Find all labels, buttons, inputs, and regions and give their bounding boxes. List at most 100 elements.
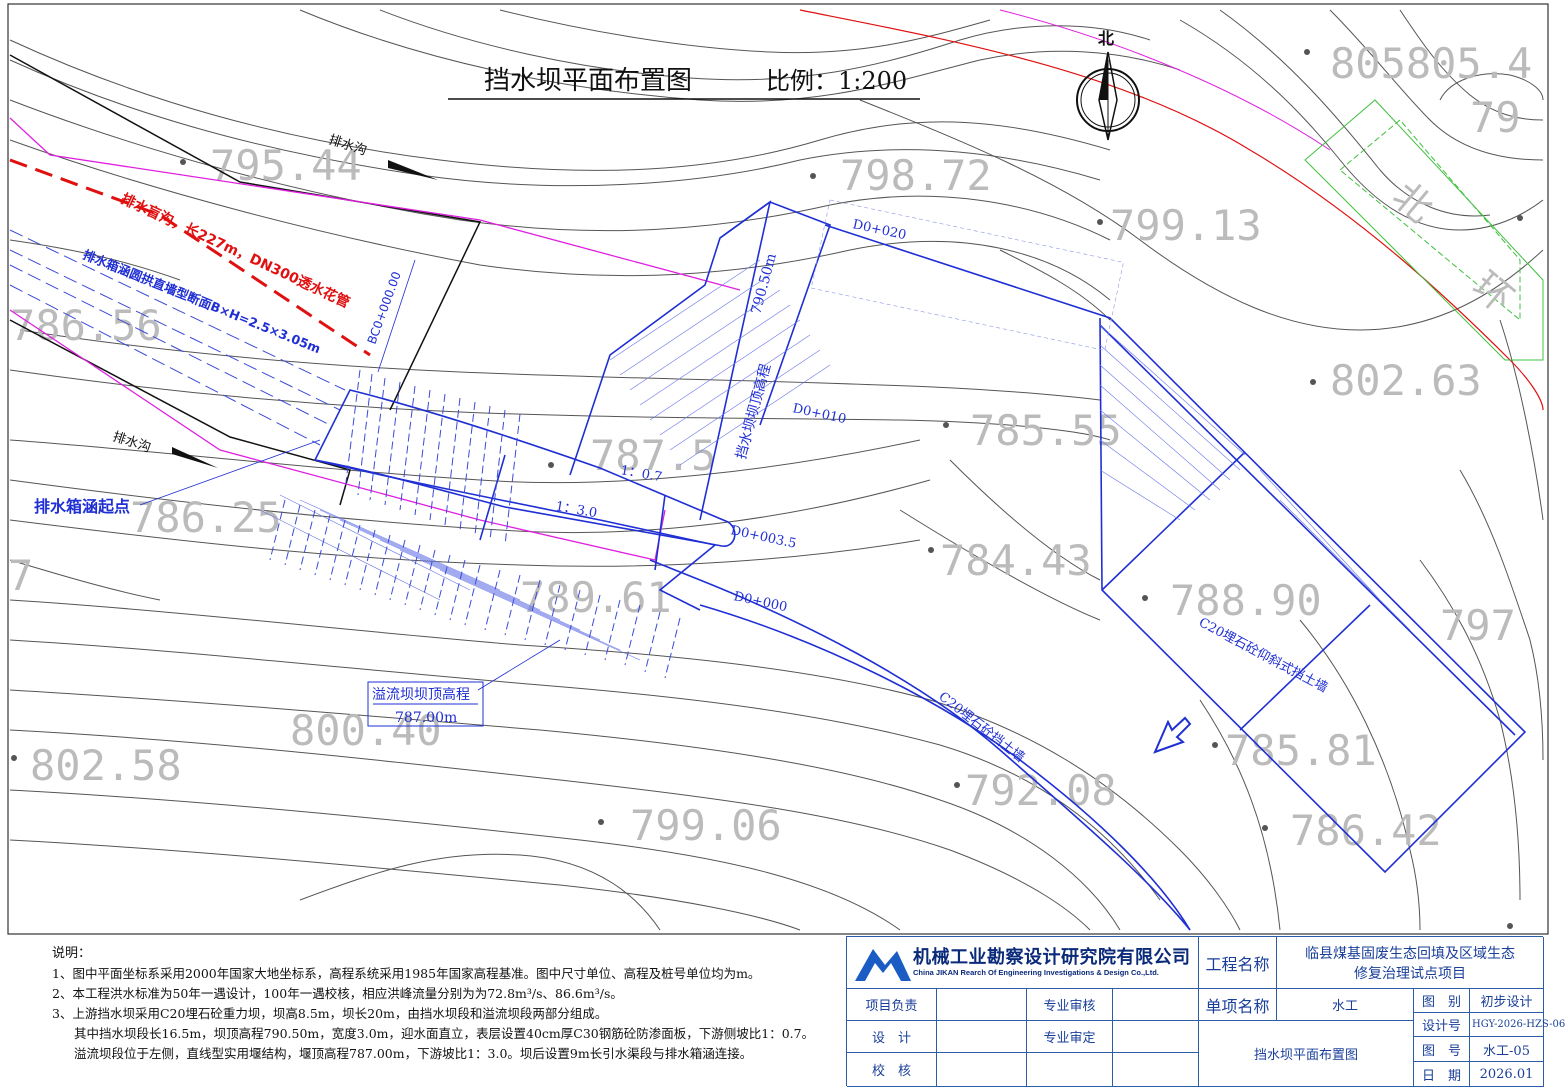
svg-text:786.56: 786.56 <box>10 301 162 350</box>
svg-text:798.72: 798.72 <box>840 151 992 200</box>
row2-value <box>937 1021 1027 1053</box>
drawing-frame <box>7 3 1549 935</box>
drawing-scale: 比例：1:200 <box>766 67 907 95</box>
company-name-en: China JIKAN Rearch Of Engineering Invest… <box>913 968 1159 977</box>
svg-text:786.42: 786.42 <box>1290 806 1442 855</box>
note-line-5: 溢流坝段位于左侧，直线型实用堰结构，堰顶高程787.00m，下游坡比1：3.0。… <box>74 1046 753 1061</box>
company-logo-area: 机械工业勘察设计研究院有限公司 China JIKAN Rearch Of En… <box>847 937 1199 989</box>
row2-label: 设 计 <box>847 1021 937 1053</box>
row3-label-b <box>1027 1053 1113 1087</box>
box-culvert-lines <box>9 229 346 446</box>
note-line-1: 1、图中平面坐标系采用2000年国家大地坐标系，高程系统采用1985年国家高程基… <box>52 966 761 981</box>
svg-text:785.81: 785.81 <box>1225 726 1377 775</box>
flow-arrow <box>1153 716 1192 754</box>
inclined-wall-label: C20埋石砼仰斜式挡土墙 <box>1196 615 1330 696</box>
dam-crest-label: 挡水坝坝顶高程 <box>732 362 774 461</box>
row1-value-b <box>1113 989 1199 1021</box>
project-name-label: 工程名称 <box>1199 937 1277 989</box>
station-box <box>810 199 1124 351</box>
svg-text:792.08: 792.08 <box>965 766 1117 815</box>
blind-ditch-label: 排水盲沟，长227m，DN300透水花管 <box>118 190 352 311</box>
project-name-line-2: 修复治理试点项目 <box>1354 965 1466 982</box>
station-020: D0+020 <box>851 217 907 243</box>
ditch-arrow-1 <box>388 160 438 180</box>
svg-text:795.44: 795.44 <box>210 141 362 190</box>
elevation-labels: 805805.4 79 798.72 799.13 795.44 802.63 … <box>8 39 1532 855</box>
item-name-label: 单项名称 <box>1199 989 1277 1021</box>
note-line-2: 2、本工程洪水标准为50年一遇设计，100年一遇校核，相应洪峰流量分别为为72.… <box>52 986 623 1001</box>
contour-lines <box>9 9 1544 931</box>
culvert-leader <box>139 439 321 506</box>
project-name-value: 临县煤基固废生态回填及区域生态 修复治理试点项目 <box>1277 937 1544 989</box>
row2-value-b <box>1113 1021 1199 1053</box>
ditch-label-2: 排水沟 <box>111 430 153 456</box>
company-name-cn: 机械工业勘察设计研究院有限公司 <box>913 947 1191 968</box>
north-arrow-icon <box>1076 51 1140 141</box>
meta-key-date: 日 期 <box>1414 1062 1470 1087</box>
row1-label-b: 专业审核 <box>1027 989 1113 1021</box>
note-line-3: 3、上游挡水坝采用C20埋石砼重力坝，坝高8.5m，坝长20m，由挡水坝段和溢流… <box>52 1006 608 1021</box>
company-logo-icon <box>855 949 911 981</box>
svg-text:799.13: 799.13 <box>1110 201 1262 250</box>
blind-ditch-line <box>9 158 371 357</box>
dam-structure <box>313 200 1527 931</box>
site-plan-drawing: 805805.4 79 798.72 799.13 795.44 802.63 … <box>7 3 1549 935</box>
drainage-ditch-lines <box>9 54 482 506</box>
spillway-label: 溢流坝坝顶高程 <box>372 686 470 703</box>
station-0035: D0+003.5 <box>729 523 797 552</box>
svg-text:802.63: 802.63 <box>1330 356 1482 405</box>
svg-text:785.55: 785.55 <box>970 406 1122 455</box>
dam-hatch <box>259 259 1411 661</box>
row3-value-b <box>1113 1053 1199 1087</box>
note-line-4: 其中挡水坝段长16.5m，坝顶高程790.50m，宽度3.0m，迎水面直立，表层… <box>74 1026 815 1041</box>
project-name-line-1: 临县煤基固废生态回填及区域生态 <box>1305 945 1515 962</box>
meta-key-category: 图 别 <box>1414 989 1470 1013</box>
pile-lines <box>269 369 681 679</box>
row1-label: 项目负责 <box>847 989 937 1021</box>
svg-text:北: 北 <box>1384 173 1441 231</box>
retaining-wall-label: C20埋石砼挡土墙 <box>936 689 1028 765</box>
spillway-elev-label: 787.00m <box>395 710 457 726</box>
meta-key-drawing-no: 图 号 <box>1414 1037 1470 1062</box>
north-label: 北 <box>1098 29 1114 48</box>
title-block: 机械工业勘察设计研究院有限公司 China JIKAN Rearch Of En… <box>846 936 1565 1087</box>
meta-val-date: 2026.01 <box>1470 1062 1544 1087</box>
row1-value <box>937 989 1027 1021</box>
spot-points <box>11 49 1523 929</box>
row2-label-b: 专业审定 <box>1027 1021 1113 1053</box>
station-010: D0+010 <box>791 401 847 427</box>
svg-text:805805.4: 805805.4 <box>1330 39 1532 88</box>
svg-text:786.25: 786.25 <box>130 493 282 542</box>
slope-30-label: 1：3.0 <box>554 499 598 521</box>
dam-labels: 790.50m 挡水坝坝顶高程 1：0.7 1：3.0 D0+020 D0+01… <box>554 217 1330 765</box>
design-notes: 说明： 1、图中平面坐标系采用2000年国家大地坐标系，高程系统采用1985年国… <box>52 944 842 1064</box>
svg-text:784.43: 784.43 <box>940 536 1092 585</box>
station-000: D0+000 <box>732 589 788 615</box>
slope-07-label: 1：0.7 <box>619 463 663 485</box>
item-name-value: 水工 <box>1277 989 1414 1021</box>
ditch-arrow-2 <box>172 447 218 468</box>
row3-value <box>937 1053 1027 1087</box>
spillway-label-box <box>367 681 484 727</box>
svg-text:环: 环 <box>1464 263 1521 321</box>
meta-val-category: 初步设计 <box>1470 989 1544 1013</box>
bc-station-label: BC0+000.00 <box>365 270 404 346</box>
svg-text:800.40: 800.40 <box>290 706 442 755</box>
svg-text:789.61: 789.61 <box>520 573 672 622</box>
row3-label: 校 核 <box>847 1053 937 1087</box>
meta-key-design-no: 设计号 <box>1414 1013 1470 1037</box>
svg-text:788.90: 788.90 <box>1170 576 1322 625</box>
dam-crest-elev-label: 790.50m <box>748 252 780 316</box>
magenta-boundary-top <box>999 9 1331 151</box>
svg-text:802.58: 802.58 <box>30 741 182 790</box>
drawing-title: 挡水坝平面布置图 <box>484 66 692 96</box>
drawing-name-value: 挡水坝平面布置图 <box>1199 1021 1414 1087</box>
svg-text:79: 79 <box>1470 93 1521 142</box>
svg-text:799.06: 799.06 <box>630 801 782 850</box>
culvert-start-label: 排水箱涵起点 <box>34 497 130 516</box>
svg-text:797: 797 <box>1440 601 1516 650</box>
meta-val-drawing-no: 水工-05 <box>1470 1037 1544 1062</box>
svg-text:7: 7 <box>8 551 33 600</box>
meta-val-design-no: HGY-2026-HZS-06 <box>1470 1013 1565 1037</box>
